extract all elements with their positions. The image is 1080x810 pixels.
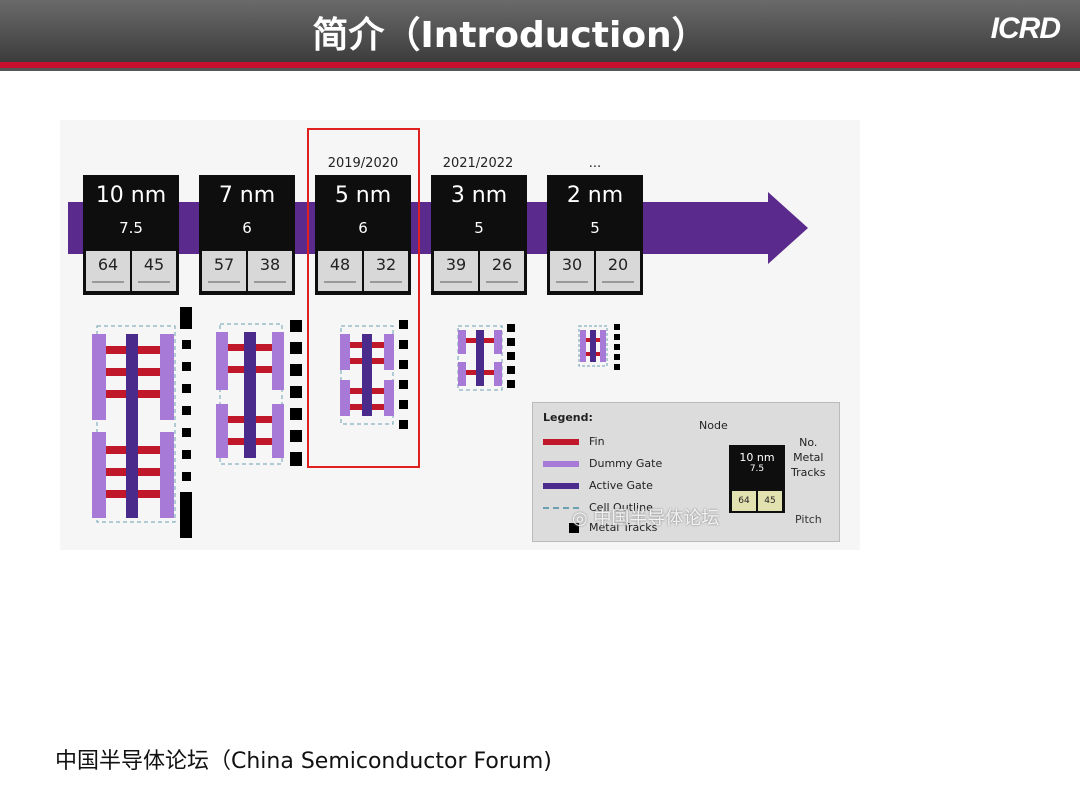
legend-label: Fin bbox=[589, 435, 605, 448]
active-gate-swatch bbox=[543, 483, 579, 489]
fin-swatch bbox=[543, 439, 579, 445]
metal-pitch: 38 bbox=[248, 251, 292, 291]
wechat-watermark: ◎ 中国半导体论坛 bbox=[572, 504, 719, 530]
slide-title: 简介（Introduction） bbox=[312, 15, 708, 56]
legend-tracks-label: No. Metal Tracks bbox=[791, 435, 826, 480]
legend-box: Legend: Fin Dummy Gate Active Gate Cell … bbox=[532, 402, 840, 542]
sample-node-name: 10 nm bbox=[739, 451, 775, 464]
node-tracks: 5 bbox=[474, 219, 484, 237]
legend-pitch-label: Pitch bbox=[795, 513, 822, 526]
sample-node-tracks: 7.5 bbox=[749, 464, 765, 474]
legend-node-label: Node bbox=[699, 419, 728, 432]
wechat-icon: ◎ bbox=[572, 508, 594, 529]
legend-sample-node: 10 nm 7.5 64 45 bbox=[729, 445, 785, 513]
node-name: 7 nm bbox=[218, 183, 276, 208]
node-name: 3 nm bbox=[450, 183, 508, 208]
tracks-label-line: Metal bbox=[793, 451, 824, 464]
node-name: 2 nm bbox=[566, 183, 624, 208]
legend-item-active-gate: Active Gate bbox=[543, 479, 653, 492]
node-card-7nm: 7 nm 6 57 38 bbox=[199, 175, 295, 295]
cell-outline-swatch bbox=[543, 507, 579, 509]
title-underline-shadow bbox=[0, 68, 1080, 71]
title-underline bbox=[0, 62, 1080, 68]
gate-pitch: 30 bbox=[550, 251, 594, 291]
node-tracks: 6 bbox=[358, 219, 368, 237]
dummy-gate-swatch bbox=[543, 461, 579, 467]
footer-caption: 中国半导体论坛（China Semiconductor Forum) bbox=[55, 749, 552, 774]
legend-item-fin: Fin bbox=[543, 435, 605, 448]
node-card-3nm: 3 nm 5 39 26 bbox=[431, 175, 527, 295]
legend-label: Active Gate bbox=[589, 479, 653, 492]
metal-pitch: 32 bbox=[364, 251, 408, 291]
tracks-label-line: Tracks bbox=[791, 466, 826, 479]
gate-pitch: 57 bbox=[202, 251, 246, 291]
gate-pitch: 39 bbox=[434, 251, 478, 291]
node-tracks: 6 bbox=[242, 219, 252, 237]
watermark-text: 中国半导体论坛 bbox=[593, 508, 720, 529]
year-label: ... bbox=[588, 156, 602, 171]
metal-pitch: 26 bbox=[480, 251, 524, 291]
sample-metal-pitch: 45 bbox=[758, 491, 782, 511]
tracks-label-line: No. bbox=[799, 436, 818, 449]
legend-label: Cell Outline bbox=[589, 501, 653, 514]
cell-layout-3nm bbox=[457, 324, 515, 391]
year-label: 2021/2022 bbox=[442, 156, 514, 171]
node-name: 5 nm bbox=[334, 183, 392, 208]
node-card-2nm: 2 nm 5 30 20 bbox=[547, 175, 643, 295]
cell-layout-7nm bbox=[216, 320, 302, 466]
gate-pitch: 48 bbox=[318, 251, 362, 291]
cell-layout-10nm bbox=[92, 307, 192, 538]
legend-item-cell-outline: Cell Outline bbox=[543, 501, 653, 514]
icrd-logo: ICRD bbox=[990, 12, 1061, 45]
highlight-box-5nm bbox=[307, 128, 420, 468]
legend-label: Dummy Gate bbox=[589, 457, 663, 470]
legend-item-metal-tracks: Metal Tracks bbox=[543, 521, 657, 534]
year-label: 2019/2020 bbox=[327, 156, 399, 171]
metal-track-swatch bbox=[569, 523, 579, 533]
node-name: 10 nm bbox=[95, 183, 167, 208]
metal-pitch: 45 bbox=[132, 251, 176, 291]
legend-title: Legend: bbox=[543, 411, 593, 424]
sample-gate-pitch: 64 bbox=[732, 491, 756, 511]
title-bar: 简介（Introduction） ICRD bbox=[0, 0, 1080, 62]
cell-layout-5nm bbox=[340, 320, 408, 429]
node-card-5nm: 5 nm 6 48 32 bbox=[315, 175, 411, 295]
node-tracks: 7.5 bbox=[119, 219, 143, 237]
node-card-10nm: 10 nm 7.5 64 45 bbox=[83, 175, 179, 295]
metal-pitch: 20 bbox=[596, 251, 640, 291]
gate-pitch: 64 bbox=[86, 251, 130, 291]
legend-label: Metal Tracks bbox=[589, 521, 658, 534]
node-tracks: 5 bbox=[590, 219, 600, 237]
cell-layout-2nm bbox=[578, 324, 620, 370]
legend-item-dummy-gate: Dummy Gate bbox=[543, 457, 662, 470]
